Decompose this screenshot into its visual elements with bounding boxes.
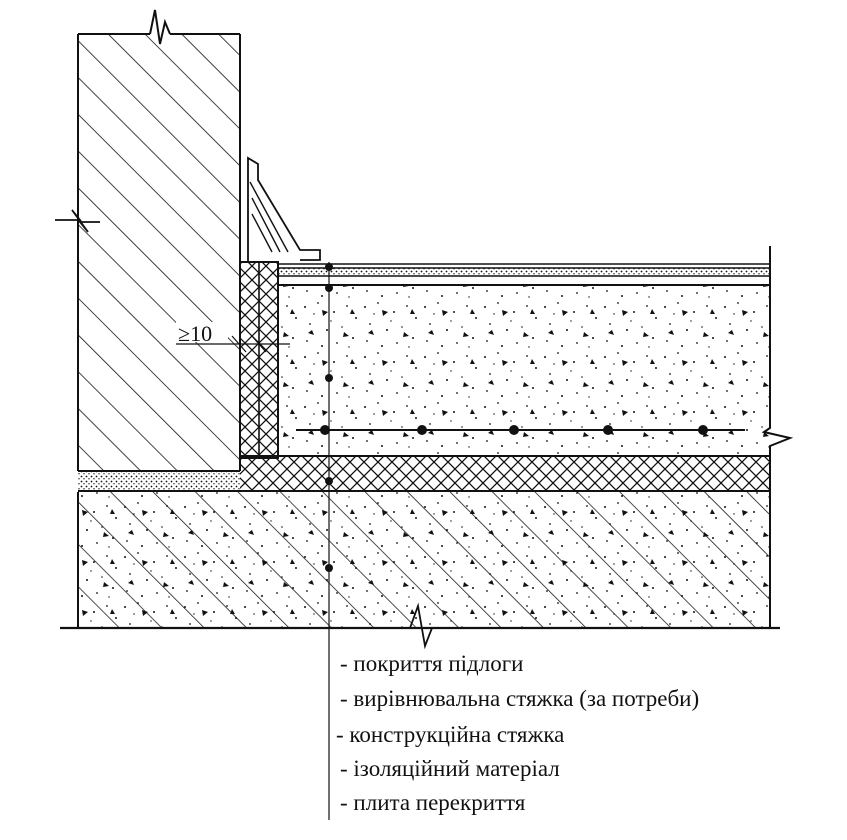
skirting-board bbox=[247, 156, 321, 262]
legend-floor-slab: - плита перекриття bbox=[340, 790, 526, 815]
wall-top-break-line bbox=[149, 9, 171, 45]
floor-covering-layer bbox=[278, 263, 770, 286]
gap-dimension-label: ≥10 bbox=[178, 321, 212, 346]
wall-side-break-line bbox=[55, 209, 100, 233]
edge-insulation-strip bbox=[239, 261, 279, 459]
rebar-dot bbox=[509, 425, 519, 435]
layer-leader-line bbox=[325, 262, 333, 820]
leader-dot-slab bbox=[325, 564, 333, 572]
rebar-dot bbox=[603, 425, 613, 435]
wall-base-strip bbox=[78, 470, 240, 492]
slab-break-line bbox=[409, 602, 433, 650]
layer-legend: - покриття підлоги - вирівнювальна стяжк… bbox=[336, 651, 699, 815]
wall bbox=[77, 9, 241, 471]
leader-dot-insulation bbox=[325, 477, 333, 485]
legend-floor-covering: - покриття підлоги bbox=[340, 651, 523, 676]
structural-screed bbox=[278, 286, 770, 456]
insulation-layer bbox=[240, 455, 771, 492]
leader-dot-structural-screed bbox=[325, 374, 333, 382]
rebar-dot bbox=[698, 425, 708, 435]
rebar-dot bbox=[417, 425, 427, 435]
gap-dimension: ≥10 bbox=[176, 321, 290, 353]
floor-slab bbox=[60, 491, 780, 650]
legend-insulation-material: - ізоляційний матеріал bbox=[340, 756, 560, 781]
leader-dot-floor-covering bbox=[325, 263, 333, 271]
leader-dot-levelling-screed bbox=[325, 284, 333, 292]
legend-structural-screed: - конструкційна стяжка bbox=[336, 722, 564, 747]
right-break-line bbox=[761, 246, 794, 456]
rebar-dot bbox=[320, 425, 330, 435]
legend-levelling-screed: - вирівнювальна стяжка (за потреби) bbox=[340, 686, 699, 711]
